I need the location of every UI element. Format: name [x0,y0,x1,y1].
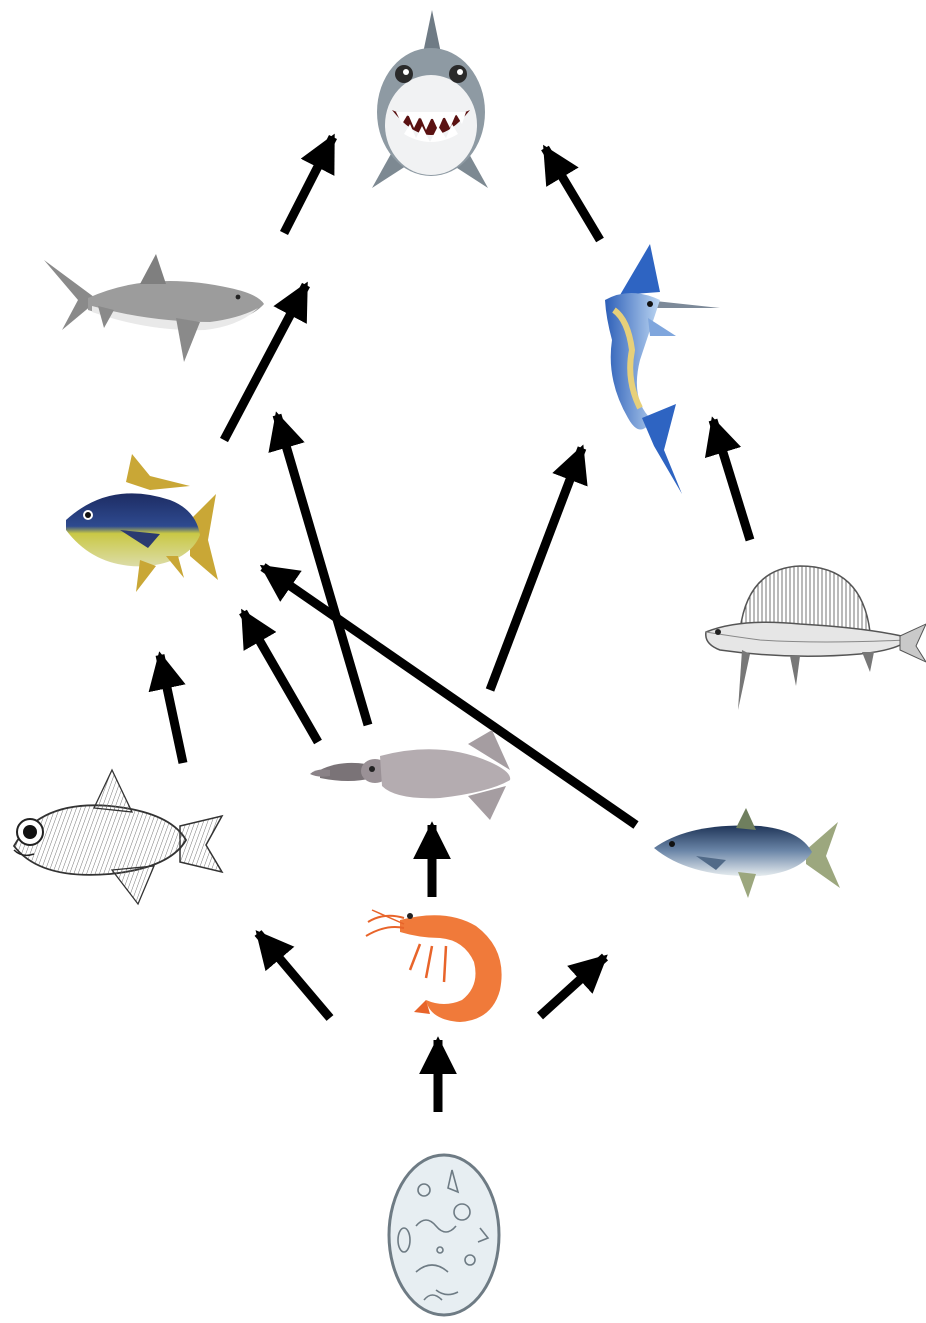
arrow-squid-to-grey-shark [277,415,368,725]
arrow-lanternfish-to-tuna [160,655,183,763]
mackerel-icon [654,808,840,898]
sailfin-fish-icon [706,566,926,710]
squid-icon [310,730,510,820]
tuna-icon [66,454,218,592]
arrow-shrimp-to-lanternfish [258,933,330,1018]
arrow-marlin-to-great-white [545,148,600,240]
plankton-icon [389,1155,499,1315]
shrimp-icon [366,910,502,1022]
arrows-group [160,137,750,1112]
arrow-sailfin-to-marlin [713,420,750,540]
lanternfish-icon [14,770,222,904]
arrow-grey-shark-to-great-white [284,137,333,233]
shark-icon [44,254,264,362]
arrow-squid-to-marlin [490,448,582,690]
cartoon-shark-icon [372,10,488,188]
arrow-squid-to-tuna [243,612,318,742]
marlin-icon [605,244,720,494]
arrow-shrimp-to-mackerel [540,957,605,1016]
